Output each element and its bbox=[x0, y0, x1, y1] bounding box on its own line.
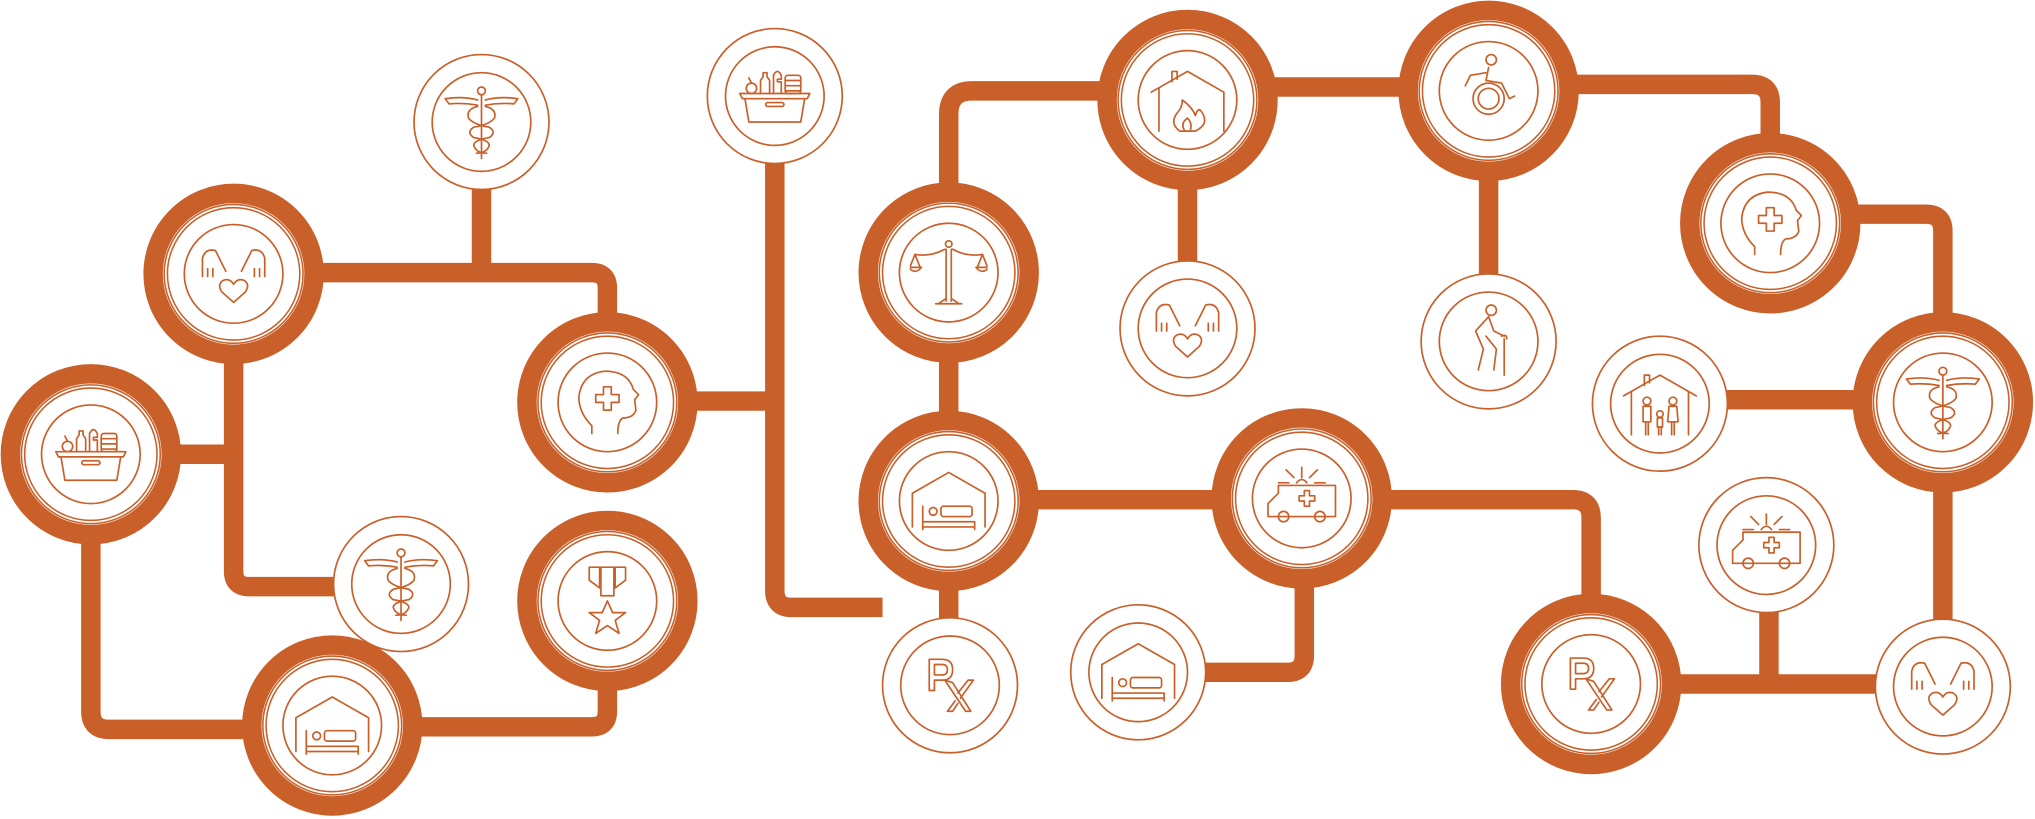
node-inner-ring bbox=[1540, 633, 1642, 735]
node-inner-ring bbox=[1892, 636, 1994, 737]
node-inner-ring bbox=[1137, 278, 1238, 379]
node-ring bbox=[1120, 32, 1255, 167]
node-ring bbox=[1700, 153, 1841, 294]
node-ring bbox=[23, 387, 158, 522]
connector-line bbox=[1375, 489, 1601, 604]
node-ring bbox=[1117, 29, 1258, 171]
connector-line bbox=[765, 155, 883, 618]
node-inner-ring bbox=[899, 635, 1001, 736]
node-caduceus bbox=[1852, 312, 2034, 493]
node-prescription-rx bbox=[881, 616, 1019, 754]
node-inner-ring bbox=[1720, 173, 1821, 274]
node-inner-ring bbox=[1251, 448, 1352, 549]
node-ring bbox=[166, 206, 301, 341]
node-ring bbox=[1524, 617, 1659, 751]
node-inner-ring bbox=[1438, 40, 1539, 142]
node-ring bbox=[540, 533, 675, 668]
node-house-bed bbox=[242, 635, 423, 816]
node-hands-heart bbox=[1874, 618, 2012, 755]
node-justice-scales bbox=[858, 182, 1039, 363]
node-ring bbox=[1231, 428, 1372, 569]
node-inner-ring bbox=[557, 352, 658, 453]
node-inner-ring bbox=[1137, 49, 1238, 151]
node-food-basket bbox=[706, 27, 844, 165]
node-hands-heart bbox=[1119, 260, 1256, 397]
node-inner-ring bbox=[1716, 494, 1817, 596]
node-inner-ring bbox=[1609, 353, 1711, 454]
connector-line bbox=[311, 262, 618, 325]
node-medical-head bbox=[517, 312, 698, 493]
node-prescription-rx bbox=[1500, 593, 1682, 775]
node-elderly-person bbox=[1420, 273, 1557, 410]
node-ambulance bbox=[1698, 476, 1835, 614]
node-inner-ring bbox=[1438, 291, 1539, 392]
node-ring bbox=[881, 205, 1016, 340]
node-wheelchair bbox=[1398, 0, 1579, 182]
node-inner-ring bbox=[898, 222, 999, 323]
node-ring bbox=[878, 430, 1019, 572]
node-ring bbox=[20, 384, 162, 525]
node-ring bbox=[878, 202, 1019, 343]
node-ring bbox=[537, 530, 678, 672]
node-inner-ring bbox=[724, 45, 825, 147]
node-inner-ring bbox=[183, 223, 284, 325]
connector-line bbox=[1563, 74, 1780, 143]
connector-line bbox=[938, 81, 1117, 195]
node-inner-ring bbox=[1088, 622, 1189, 723]
connector-line bbox=[1849, 204, 1953, 325]
node-ring bbox=[163, 203, 304, 345]
node-ring bbox=[881, 434, 1016, 568]
node-medal bbox=[517, 510, 698, 692]
node-ring bbox=[1703, 156, 1838, 291]
node-ring bbox=[537, 332, 678, 473]
node-house-bed bbox=[858, 410, 1039, 592]
node-ring bbox=[1418, 20, 1559, 162]
node-ring bbox=[1421, 23, 1556, 158]
node-house-fire bbox=[1097, 9, 1278, 191]
node-ring bbox=[1520, 613, 1662, 755]
node-ambulance bbox=[1211, 408, 1392, 589]
connector-line bbox=[223, 350, 338, 597]
node-inner-ring bbox=[282, 675, 383, 776]
connector-line bbox=[81, 538, 260, 740]
node-caduceus bbox=[413, 53, 550, 191]
connector-line bbox=[1200, 577, 1315, 683]
node-ring bbox=[265, 658, 400, 793]
node-house-family bbox=[1591, 335, 1729, 472]
node-ring bbox=[540, 335, 675, 470]
connector-line bbox=[402, 681, 618, 737]
node-ring bbox=[1872, 332, 2014, 473]
node-inner-ring bbox=[40, 404, 142, 505]
node-caduceus bbox=[332, 515, 470, 653]
node-ring bbox=[1234, 431, 1369, 566]
connector-lines bbox=[81, 74, 1953, 740]
node-ring bbox=[1875, 335, 2010, 470]
node-hands-heart bbox=[143, 183, 324, 365]
node-food-basket bbox=[0, 364, 182, 545]
node-house-bed bbox=[1069, 603, 1207, 741]
node-medical-head bbox=[1680, 133, 1861, 314]
node-ring bbox=[262, 655, 403, 796]
node-inner-ring bbox=[898, 450, 999, 552]
